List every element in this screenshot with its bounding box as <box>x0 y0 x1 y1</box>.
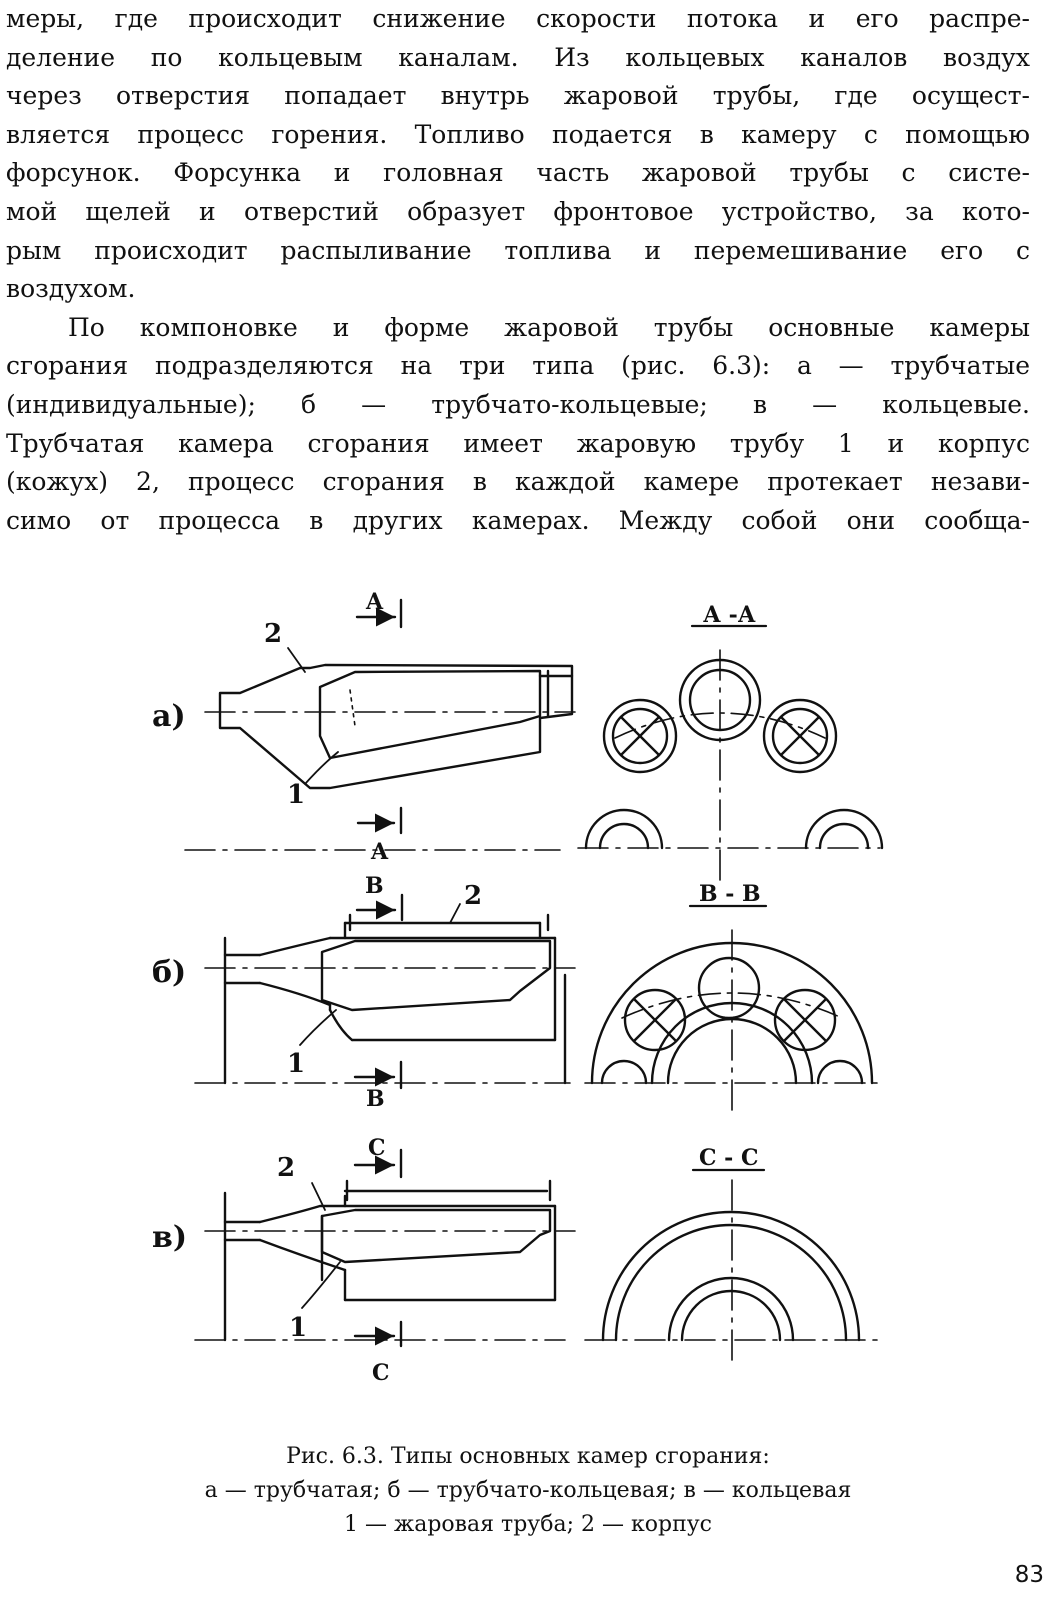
body-line: деление по кольцевым каналам. Из кольцев… <box>6 42 1030 72</box>
body-line: вляется процесс горения. Топливо подаетс… <box>6 119 1030 149</box>
section-mark: A <box>365 589 384 615</box>
section-view-b <box>584 904 881 1116</box>
part-label-casing: 2 <box>277 1153 295 1183</box>
section-title-c: С - С <box>699 1145 758 1171</box>
body-line: рым происходит распыливание топлива и пе… <box>6 235 1030 265</box>
section-mark: C <box>372 1360 390 1386</box>
body-line: По компоновке и форме жаровой трубы осно… <box>68 312 1030 342</box>
body-line: через отверстия попадает внутрь жаровой … <box>6 81 1030 111</box>
section-mark: B <box>366 1086 385 1112</box>
part-label-liner: 1 <box>287 1049 305 1079</box>
body-line: меры, где происходит снижение скорости п… <box>6 4 1030 33</box>
part-label-liner: 1 <box>287 780 305 810</box>
body-line: Трубчатая камера сгорания имеет жаровую … <box>6 428 1030 458</box>
row-label-c: в) <box>152 1220 187 1255</box>
body-line: симо от процесса в других камерах. Между… <box>6 505 1030 535</box>
row-label-b: б) <box>152 955 186 990</box>
body-line: мой щелей и отверстий образует фронтовое… <box>6 196 1030 226</box>
figure-caption: Рис. 6.3. Типы основных камер сгорания: … <box>0 1440 1056 1542</box>
caption-line: Рис. 6.3. Типы основных камер сгорания: <box>286 1444 770 1469</box>
diagram-row-b <box>194 893 576 1090</box>
part-label-casing: 2 <box>264 619 282 649</box>
body-line: (индивидуальные); б — трубчато-кольцевые… <box>6 389 1030 419</box>
row-label-a: а) <box>152 699 186 734</box>
page-number: 83 <box>1014 1562 1044 1588</box>
part-label-casing: 2 <box>464 881 482 911</box>
body-line: воздухом. <box>6 274 136 304</box>
caption-line: 1 — жаровая труба; 2 — корпус <box>344 1512 712 1537</box>
combustion-chambers-figure: а) б) в) 2 1 2 1 2 1 A A B B C C А -А В … <box>152 589 884 1386</box>
body-line: форсунок. Форсунка и головная часть жаро… <box>6 158 1030 188</box>
caption-line: а — трубчатая; б — трубчато-кольцевая; в… <box>204 1478 852 1503</box>
diagram-row-c <box>194 1148 576 1348</box>
section-view-c <box>584 1168 881 1361</box>
section-mark: C <box>368 1135 386 1161</box>
part-label-liner: 1 <box>289 1313 307 1343</box>
section-view-a <box>577 624 884 881</box>
section-mark: A <box>370 839 389 865</box>
diagram-row-a <box>184 598 576 851</box>
body-line: сгорания подразделяются на три типа (рис… <box>6 351 1030 381</box>
section-mark: B <box>365 873 384 899</box>
section-title-b: В - В <box>699 881 761 907</box>
body-line: (кожух) 2, процесс сгорания в каждой кам… <box>6 467 1030 497</box>
body-text: меры, где происходит снижение скорости п… <box>6 0 1030 540</box>
section-title-a: А -А <box>703 602 756 628</box>
